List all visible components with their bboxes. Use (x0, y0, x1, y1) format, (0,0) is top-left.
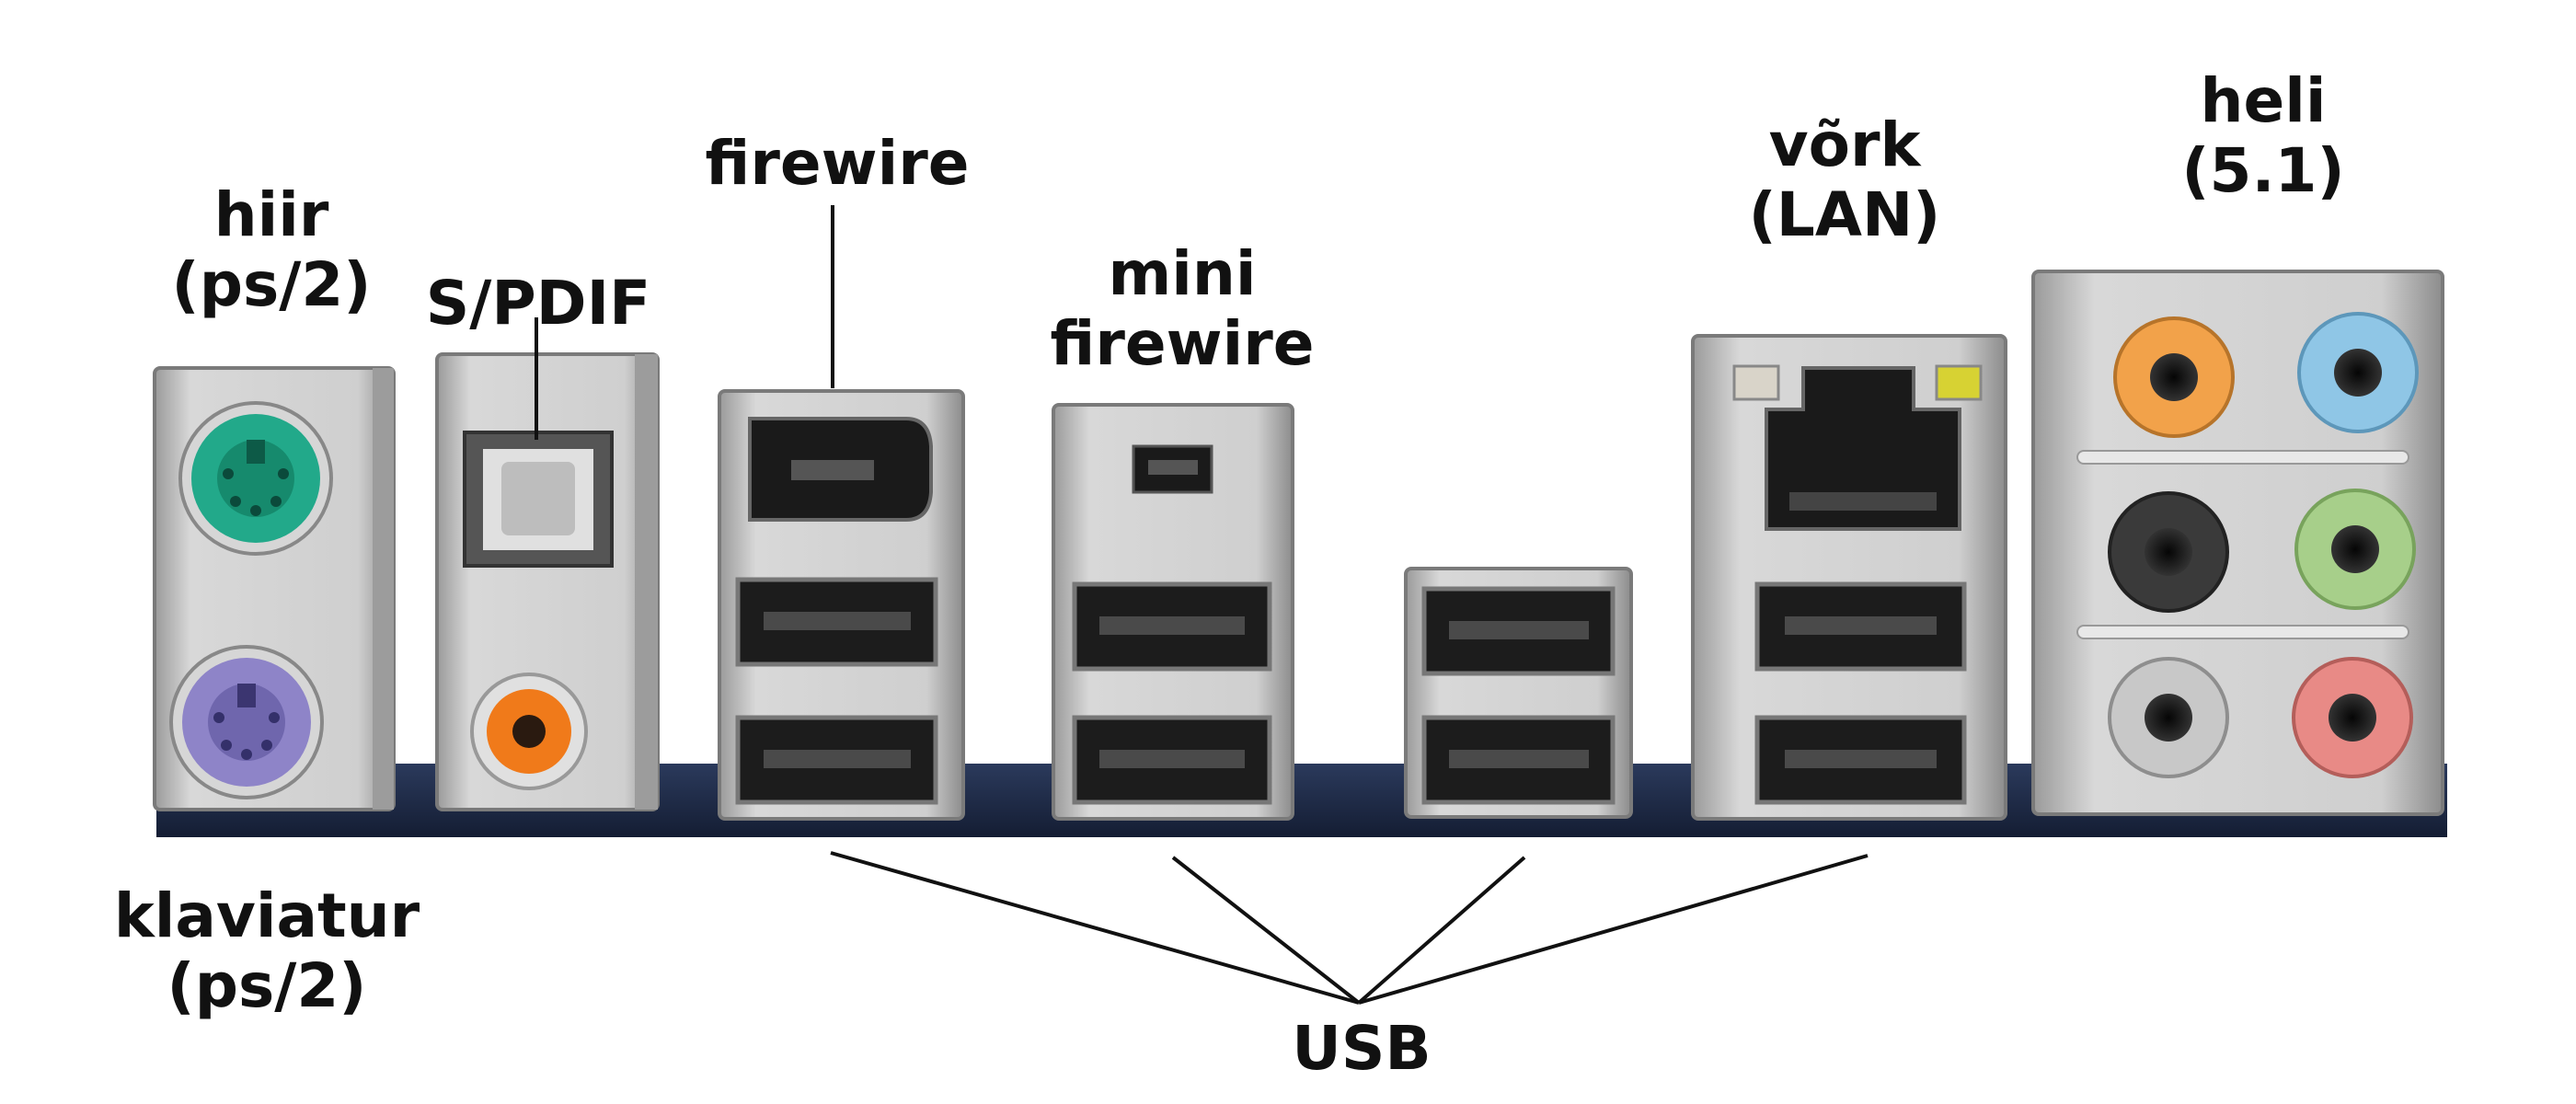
usb-icon[interactable] (735, 715, 938, 805)
mini-firewire-label-line-1: mini (1108, 238, 1257, 309)
usb-leader-line-1 (830, 851, 1360, 1005)
usb-label-line-1: USB (1292, 1013, 1432, 1084)
network-label: võrk (LAN) (1707, 110, 1983, 250)
spdif-label: S/PDIF (419, 269, 658, 339)
mini-firewire-icon[interactable] (1132, 444, 1213, 494)
usb-icon[interactable] (1421, 586, 1616, 676)
network-label-line-1: võrk (1768, 109, 1921, 180)
usb-leader-line-4 (1358, 854, 1869, 1005)
audio-jack-icon[interactable] (2294, 489, 2416, 610)
mini-firewire-usb-block (1052, 403, 1294, 821)
spdif-block (435, 352, 660, 811)
usb-block (1404, 567, 1633, 819)
lan-led-left (1732, 364, 1780, 401)
audio-label-line-2: (5.1) (2181, 135, 2345, 206)
lan-usb-block (1691, 334, 2007, 821)
audio-label-line-1: heli (2200, 65, 2327, 136)
audio-jack-icon[interactable] (2292, 657, 2413, 778)
mini-firewire-label-line-2: firewire (1050, 308, 1315, 379)
ps2-keyboard-icon[interactable] (169, 645, 324, 799)
usb-icon[interactable] (1072, 715, 1272, 805)
spdif-label-line-1: S/PDIF (425, 268, 651, 339)
leader-lines (535, 205, 1869, 1005)
firewire-label-line-1: firewire (705, 128, 970, 199)
rj45-icon[interactable] (1765, 366, 1961, 531)
usb-icon[interactable] (1754, 581, 1967, 672)
usb-leader-line-2 (1171, 856, 1361, 1005)
usb-icon[interactable] (1421, 715, 1616, 805)
optical-icon[interactable] (463, 431, 614, 568)
lan-led-right (1935, 364, 1983, 401)
mouse-label: hiir (ps/2) (147, 180, 396, 320)
usb-leader-line-3 (1357, 856, 1526, 1005)
mouse-label-line-2: (ps/2) (171, 249, 372, 320)
keyboard-label: klaviatur (ps/2) (92, 881, 442, 1021)
network-label-line-2: (LAN) (1748, 179, 1941, 250)
firewire-icon[interactable] (748, 417, 933, 522)
ps2-stack (153, 366, 396, 811)
audio-jack-icon[interactable] (2297, 312, 2419, 433)
firewire-label: firewire (699, 129, 975, 199)
firewire-usb-block (718, 389, 965, 821)
keyboard-label-line-2: (ps/2) (167, 950, 367, 1021)
ps2-mouse-icon[interactable] (178, 401, 333, 556)
usb-icon[interactable] (1754, 715, 1967, 805)
audio-jack-icon[interactable] (2108, 657, 2229, 778)
mouse-label-line-1: hiir (213, 179, 329, 250)
audio-jack-icon[interactable] (2108, 491, 2229, 613)
usb-label: USB (1237, 1014, 1486, 1084)
keyboard-label-line-1: klaviatur (113, 880, 420, 951)
usb-icon[interactable] (735, 577, 938, 667)
mini-firewire-label: mini firewire (1035, 239, 1329, 379)
audio-label: heli (5.1) (2125, 66, 2401, 206)
audio-jack-icon[interactable] (2113, 316, 2235, 438)
usb-icon[interactable] (1072, 581, 1272, 672)
rca-icon[interactable] (470, 673, 588, 790)
audio-block (2031, 270, 2444, 816)
